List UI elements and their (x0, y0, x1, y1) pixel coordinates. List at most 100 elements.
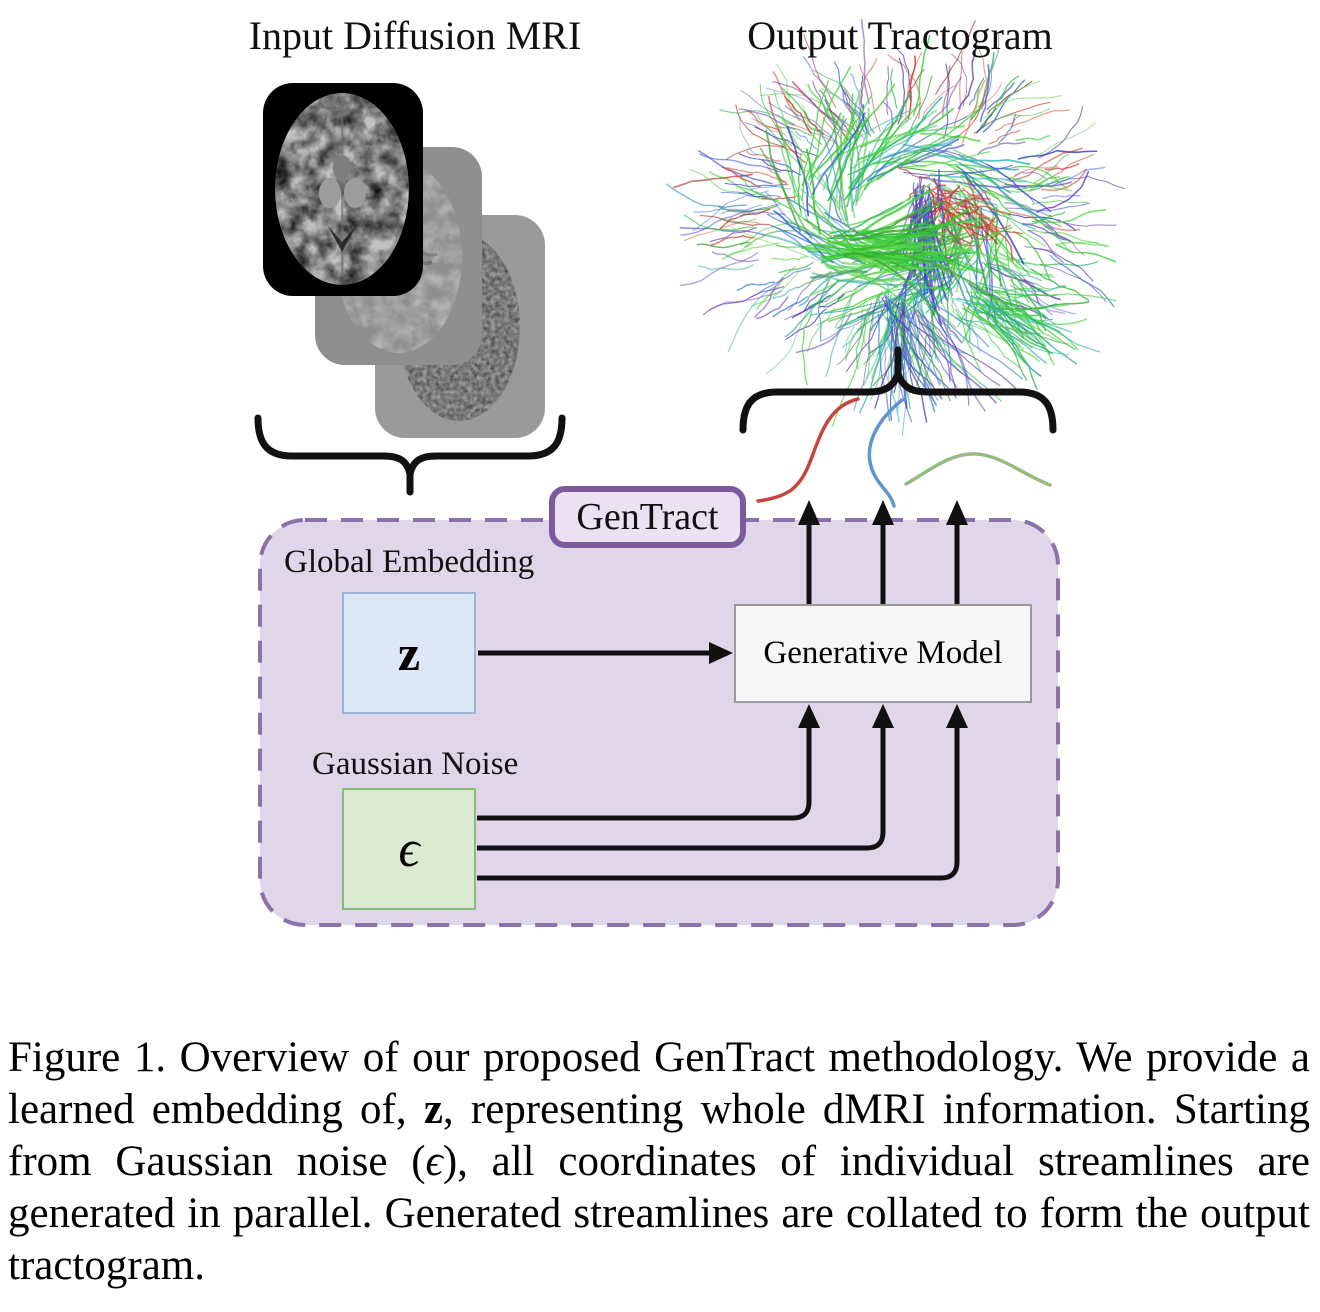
fiber (989, 94, 1062, 111)
fiber (969, 303, 1069, 311)
fiber (1018, 293, 1117, 302)
fiber (784, 279, 840, 338)
fiber (954, 308, 983, 374)
fiber (680, 251, 759, 287)
fiber (1006, 202, 1091, 212)
fiber (836, 302, 873, 366)
fiber (967, 279, 1039, 342)
fiber (981, 300, 1015, 350)
fiber (887, 54, 921, 120)
fiber (916, 333, 928, 386)
fiber (809, 288, 930, 316)
fiber (977, 282, 1053, 316)
fiber (860, 18, 871, 105)
fiber (807, 202, 856, 251)
eps-arrowhead-2 (872, 704, 894, 728)
fiber (1026, 229, 1099, 244)
fiber (1055, 243, 1117, 263)
fiber (877, 313, 891, 422)
fiber (806, 307, 836, 353)
fiber (802, 56, 860, 116)
fiber (1011, 211, 1080, 232)
fiber (1014, 304, 1101, 353)
fiber (849, 104, 906, 197)
fiber (928, 188, 937, 221)
fiber (798, 278, 830, 307)
fiber (1017, 149, 1098, 160)
output-tractogram-label: Output Tractogram (747, 13, 1053, 58)
fiber (855, 107, 870, 207)
fiber (827, 241, 924, 249)
fiber (810, 269, 868, 280)
fiber (771, 256, 808, 261)
fiber (979, 64, 990, 123)
fiber (913, 306, 997, 404)
eps-arrow-3-shaft (477, 724, 960, 881)
fiber (1013, 230, 1052, 282)
fiber (854, 223, 942, 236)
fiber (845, 313, 869, 361)
fiber (895, 166, 1017, 189)
fiber (1033, 153, 1070, 185)
fiber (858, 309, 894, 414)
fiber (970, 294, 1026, 363)
fiber (920, 132, 981, 142)
fiber (807, 65, 852, 181)
fiber (702, 285, 785, 316)
figure-1: Input Diffusion MRI Output Tractogram Ge… (248, 13, 1125, 927)
fiber (738, 191, 768, 199)
fiber (917, 320, 1018, 391)
fiber (921, 148, 997, 186)
fiber (897, 57, 906, 125)
fiber (976, 141, 1026, 156)
gentract-badge: GenTract (549, 486, 746, 548)
fiber (857, 255, 923, 271)
fiber (924, 291, 970, 406)
fiber (905, 51, 923, 124)
fiber (980, 282, 1019, 308)
fiber (942, 65, 951, 117)
fiber (735, 104, 785, 148)
fiber (827, 119, 869, 202)
fiber (772, 285, 799, 300)
fiber (1019, 285, 1067, 293)
fiber (902, 314, 921, 383)
fiber (1011, 313, 1088, 326)
gaussian-noise-label: Gaussian Noise (312, 746, 519, 782)
fiber (781, 118, 846, 224)
fiber (999, 300, 1055, 366)
fiber (710, 234, 755, 246)
fiber (1010, 109, 1071, 128)
mri-slice-stack (263, 83, 545, 438)
fiber (679, 227, 765, 236)
fiber (888, 310, 924, 379)
fiber (961, 79, 986, 144)
fiber (927, 76, 962, 127)
fiber (759, 93, 837, 118)
fiber (994, 115, 1021, 132)
eps-arrowhead-3 (946, 704, 968, 728)
fiber (1057, 219, 1117, 227)
noise-epsilon-box: ϵ (342, 788, 476, 910)
fiber (908, 75, 933, 134)
out-arrowhead-1 (798, 500, 820, 525)
fiber (995, 301, 1069, 345)
fiber (759, 147, 813, 240)
fiber (909, 280, 990, 348)
fiber (755, 265, 796, 311)
fiber (683, 214, 755, 231)
fiber (824, 173, 843, 222)
fiber (696, 241, 750, 249)
streamlines (756, 397, 1052, 508)
fiber (725, 144, 803, 161)
caption-text-3: ), all coordinates of individual streaml… (8, 1138, 1311, 1289)
fiber (673, 173, 753, 189)
fiber (836, 201, 904, 238)
fiber (983, 80, 1040, 119)
fiber (962, 82, 1003, 120)
fiber (860, 75, 864, 108)
fiber (864, 151, 941, 189)
fiber (825, 88, 862, 183)
fiber (693, 204, 763, 213)
input-diffusion-mri-label: Input Diffusion MRI (248, 13, 582, 58)
